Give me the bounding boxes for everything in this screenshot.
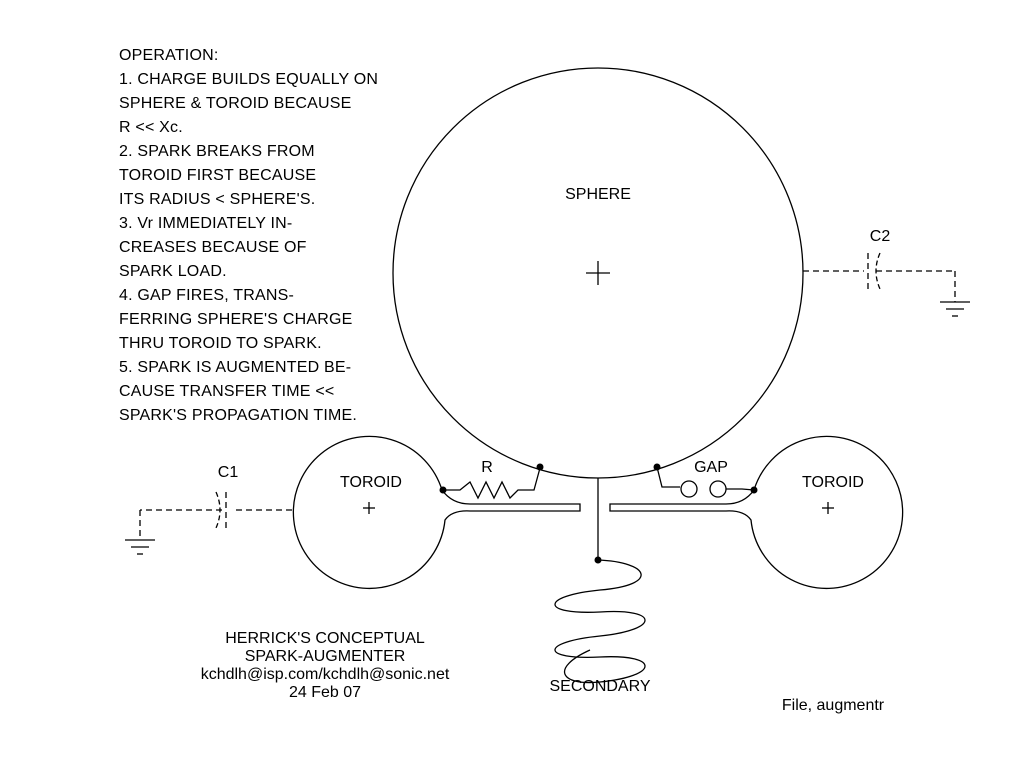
toroid-left-label: TOROID bbox=[340, 474, 402, 491]
note-line: TOROID FIRST BECAUSE bbox=[119, 167, 317, 184]
secondary-label: SECONDARY bbox=[549, 678, 650, 695]
gap-label: GAP bbox=[694, 459, 728, 476]
toroid-right-shape bbox=[609, 435, 904, 589]
note-line: SPARK LOAD. bbox=[119, 263, 227, 280]
note-line: CREASES BECAUSE OF bbox=[119, 239, 307, 256]
note-line: 3. Vr IMMEDIATELY IN- bbox=[119, 215, 293, 232]
resistor-label: R bbox=[481, 459, 493, 476]
note-line: SPHERE & TOROID BECAUSE bbox=[119, 95, 352, 112]
c2-label: C2 bbox=[870, 228, 891, 245]
note-line: SPARK'S PROPAGATION TIME. bbox=[119, 407, 358, 424]
note-line: 5. SPARK IS AUGMENTED BE- bbox=[119, 359, 352, 376]
gap-ball-right bbox=[709, 480, 727, 498]
junction-dot bbox=[536, 463, 544, 471]
c2-capacitor bbox=[803, 253, 956, 302]
junction-dot bbox=[439, 486, 447, 494]
sphere-label: SPHERE bbox=[565, 186, 631, 203]
note-line: 4. GAP FIRES, TRANS- bbox=[119, 287, 295, 304]
note-line: THRU TOROID TO SPARK. bbox=[119, 335, 322, 352]
toroid-left-shape bbox=[292, 435, 581, 589]
note-line: R << Xc. bbox=[119, 119, 183, 136]
file-label: File, augmentr bbox=[782, 697, 885, 714]
note-line: 1. CHARGE BUILDS EQUALLY ON bbox=[119, 71, 379, 88]
credits-date: 24 Feb 07 bbox=[288, 684, 362, 701]
c1-capacitor bbox=[139, 492, 292, 540]
c1-label: C1 bbox=[218, 464, 239, 481]
gap-ball-left bbox=[680, 480, 698, 498]
credits-block: HERRICK'S CONCEPTUAL SPARK-AUGMENTER kch… bbox=[130, 630, 520, 702]
secondary-coil bbox=[554, 559, 646, 684]
operation-notes: OPERATION: 1. CHARGE BUILDS EQUALLY ON S… bbox=[119, 44, 439, 428]
note-line: FERRING SPHERE'S CHARGE bbox=[119, 311, 353, 328]
note-line: ITS RADIUS < SPHERE'S. bbox=[119, 191, 316, 208]
credits-title: HERRICK'S CONCEPTUAL bbox=[225, 630, 425, 647]
toroid-right-label: TOROID bbox=[802, 474, 864, 491]
gap-wire bbox=[656, 466, 680, 488]
c2-ground-icon bbox=[940, 301, 970, 317]
junction-dot bbox=[750, 486, 758, 494]
junction-dot bbox=[594, 556, 602, 564]
notes-heading: OPERATION: bbox=[119, 47, 219, 64]
junction-dot bbox=[653, 463, 661, 471]
credits-subtitle: SPARK-AUGMENTER bbox=[244, 648, 406, 665]
resistor-wire bbox=[443, 467, 541, 500]
note-line: CAUSE TRANSFER TIME << bbox=[119, 383, 335, 400]
credits-email: kchdlh@isp.com/kchdlh@sonic.net bbox=[200, 666, 450, 683]
c1-ground-icon bbox=[125, 539, 155, 555]
note-line: 2. SPARK BREAKS FROM bbox=[119, 143, 315, 160]
